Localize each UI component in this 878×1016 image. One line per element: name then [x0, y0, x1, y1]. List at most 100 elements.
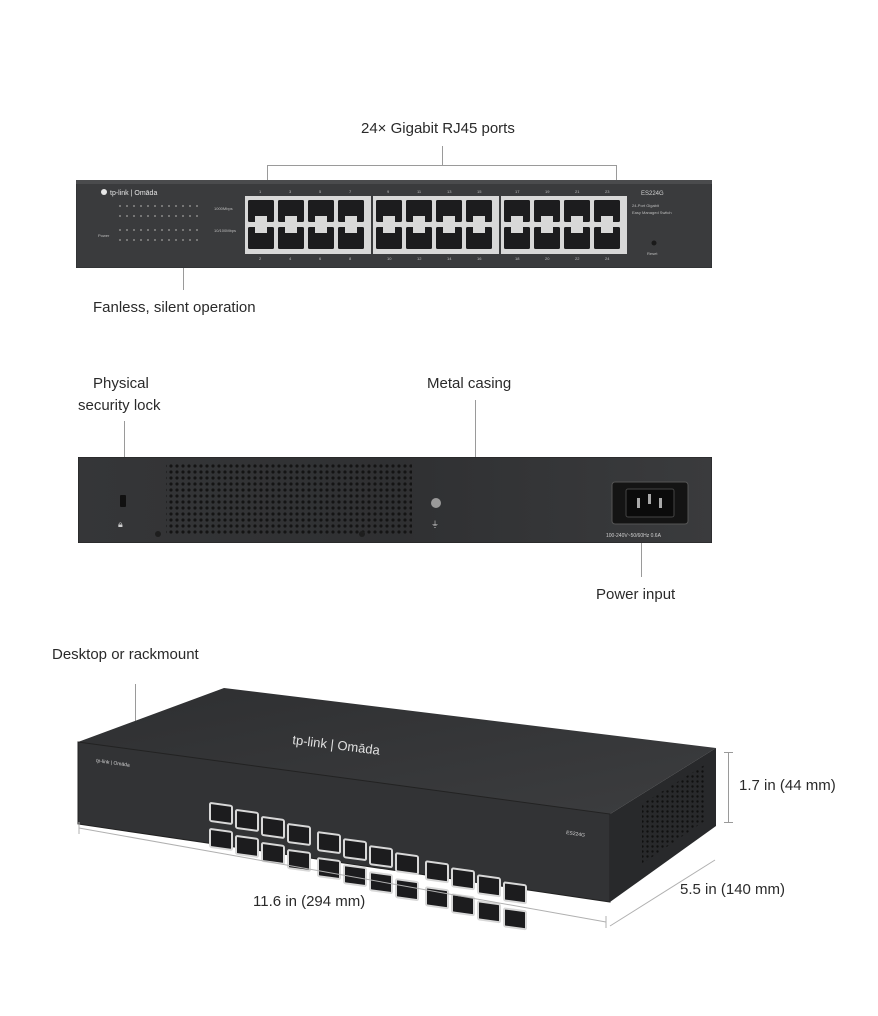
fanless-callout: Fanless, silent operation — [93, 299, 256, 316]
height-dimension: 1.7 in (44 mm) — [739, 777, 836, 794]
power-socket[interactable] — [611, 481, 689, 525]
rj45-port[interactable] — [278, 227, 304, 249]
rj45-port[interactable] — [564, 200, 590, 222]
rj45-port[interactable] — [504, 227, 530, 249]
angled-rj45-port — [477, 874, 501, 898]
rj45-port[interactable] — [308, 200, 334, 222]
rear-panel: 🔒︎ ⏚ 100-240V~50/60Hz 0.6A — [78, 457, 712, 543]
security-lock-slot[interactable] — [120, 495, 126, 507]
top-face — [78, 688, 716, 814]
port-clip-notch — [413, 227, 425, 233]
angled-rj45-port — [451, 867, 475, 891]
rj45-port[interactable] — [338, 200, 364, 222]
angled-front-logo: tp-link | Omāda — [96, 758, 131, 769]
lock-callout-line1: Physical — [93, 375, 149, 392]
front-brand-logo: tp-link | Omāda — [110, 190, 157, 197]
status-led — [154, 215, 156, 217]
rj45-port[interactable] — [534, 227, 560, 249]
status-led — [154, 239, 156, 241]
front-model-desc-1: 24-Port Gigabit — [632, 203, 660, 208]
rj45-port[interactable] — [534, 200, 560, 222]
rj45-port[interactable] — [376, 227, 402, 249]
reset-label: Reset — [647, 251, 658, 256]
rj45-port[interactable] — [376, 200, 402, 222]
status-led — [126, 215, 128, 217]
angled-rj45-port — [235, 809, 259, 832]
power-callout: Power input — [596, 586, 676, 603]
status-led — [175, 205, 177, 207]
port-clip-notch — [345, 227, 357, 233]
port-number-bottom: 22 — [575, 256, 580, 261]
port-number-top: 21 — [575, 189, 580, 194]
height-dim-line — [728, 752, 729, 822]
port-number-top: 7 — [349, 189, 352, 194]
port-clip-notch — [443, 216, 455, 222]
rj45-port[interactable] — [564, 227, 590, 249]
port-number-top: 5 — [319, 189, 322, 194]
rj45-port[interactable] — [504, 200, 530, 222]
rj45-port[interactable] — [406, 200, 432, 222]
port-clip-notch — [255, 216, 267, 222]
status-led — [182, 239, 184, 241]
port-number-bottom: 14 — [447, 256, 452, 261]
status-led — [189, 229, 191, 231]
angled-switch: tp-link | Omāda tp-link | Omāda ES224G — [77, 688, 716, 931]
status-led — [161, 229, 163, 231]
angled-rj45-port — [477, 900, 501, 924]
rj45-port[interactable] — [466, 200, 492, 222]
status-led — [182, 229, 184, 231]
rj45-port[interactable] — [466, 227, 492, 249]
height-dim-tick-top — [724, 752, 733, 753]
angled-rj45-port — [503, 907, 527, 931]
angled-rj45-port — [317, 831, 341, 854]
port-clip-notch — [473, 227, 485, 233]
front-model-desc-2: Easy Managed Switch — [632, 210, 672, 215]
port-number-bottom: 6 — [319, 256, 322, 261]
status-led — [196, 239, 198, 241]
status-led — [140, 229, 142, 231]
rj45-port[interactable] — [248, 227, 274, 249]
rj45-port[interactable] — [594, 200, 620, 222]
port-clip-notch — [255, 227, 267, 233]
ground-icon: ⏚ — [431, 520, 439, 529]
angled-rj45-port — [425, 860, 449, 884]
led-label-10-100: 10/100Mbps — [214, 228, 236, 233]
status-led — [133, 215, 135, 217]
angled-rj45-port — [503, 881, 527, 905]
port-clip-notch — [571, 227, 583, 233]
port-clip-notch — [601, 227, 613, 233]
status-led — [175, 239, 177, 241]
rj45-port[interactable] — [594, 227, 620, 249]
port-clip-notch — [541, 216, 553, 222]
rj45-port[interactable] — [436, 200, 462, 222]
rear-screw-right — [359, 531, 365, 537]
rj45-port[interactable] — [278, 200, 304, 222]
port-number-top: 1 — [259, 189, 262, 194]
reset-button[interactable] — [651, 240, 657, 246]
status-led — [175, 229, 177, 231]
width-dim-line — [78, 827, 607, 923]
height-dim-tick-bottom — [724, 822, 733, 823]
rj45-port[interactable] — [338, 227, 364, 249]
rj45-port[interactable] — [308, 227, 334, 249]
rj45-port[interactable] — [248, 200, 274, 222]
status-led — [140, 215, 142, 217]
angled-rj45-port — [261, 816, 285, 839]
angled-rj45-port — [395, 852, 419, 875]
status-led — [140, 239, 142, 241]
angled-model-label: ES224G — [566, 830, 586, 839]
led-label-1000: 1000Mbps — [214, 206, 233, 211]
front-model-label: ES224G — [641, 191, 664, 197]
status-led — [119, 239, 121, 241]
port-number-bottom: 2 — [259, 256, 262, 261]
port-number-top: 3 — [289, 189, 292, 194]
ports-bracket-left — [267, 165, 268, 182]
status-led — [189, 205, 191, 207]
status-led — [119, 229, 121, 231]
rj45-port[interactable] — [436, 227, 462, 249]
rear-screw-left — [155, 531, 161, 537]
rj45-port[interactable] — [406, 227, 432, 249]
port-number-top: 23 — [605, 189, 610, 194]
status-led — [147, 239, 149, 241]
